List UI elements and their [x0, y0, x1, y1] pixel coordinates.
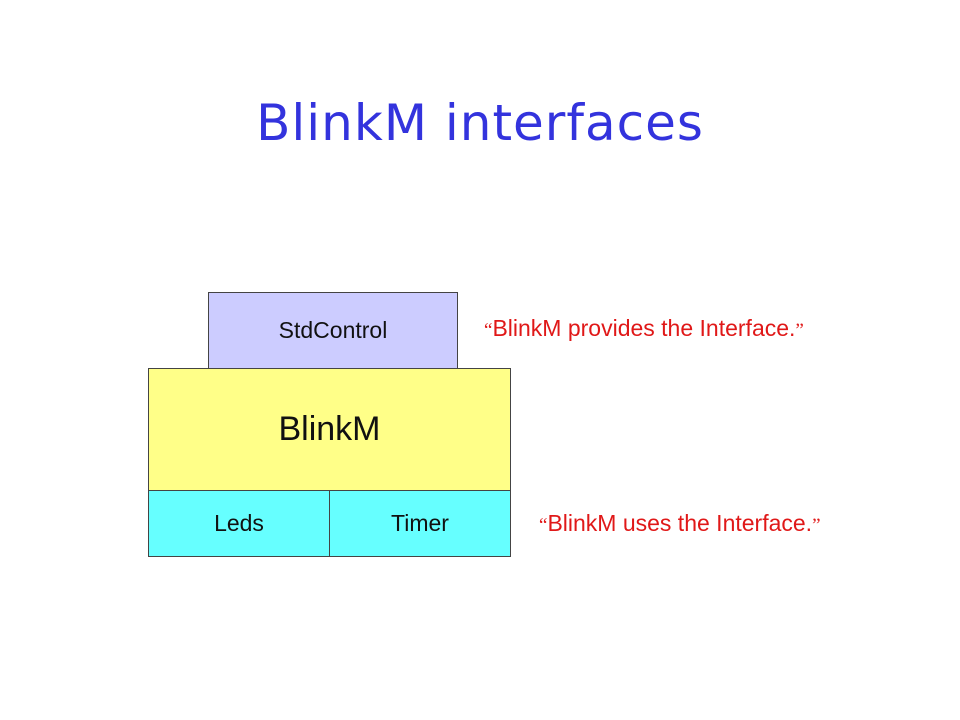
provides-close-quote: ”	[795, 320, 804, 341]
uses-annotation-text: BlinkM uses the Interface.	[547, 510, 813, 536]
uses-annotation: “BlinkM uses the Interface.”	[539, 508, 821, 541]
slide-title: BlinkM interfaces	[256, 94, 704, 152]
timer-label: Timer	[391, 510, 449, 536]
provides-annotation: “BlinkM provides the Interface.”	[484, 313, 804, 346]
timer-interface-box: Timer	[329, 490, 511, 557]
uses-open-quote: “	[539, 515, 548, 536]
provides-annotation-text: BlinkM provides the Interface.	[492, 315, 796, 341]
stdcontrol-interface-box: StdControl	[208, 292, 458, 369]
stdcontrol-label: StdControl	[278, 317, 388, 343]
uses-close-quote: ”	[812, 515, 821, 536]
blinkm-label: BlinkM	[278, 410, 381, 448]
blinkm-component-box: BlinkM	[148, 368, 511, 491]
leds-label: Leds	[214, 510, 264, 536]
leds-interface-box: Leds	[148, 490, 330, 557]
provides-open-quote: “	[484, 320, 493, 341]
